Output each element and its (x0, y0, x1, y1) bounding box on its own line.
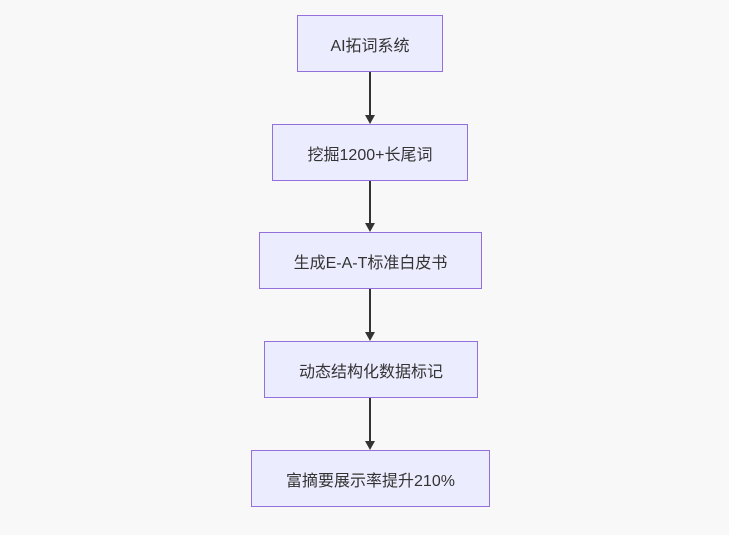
flow-node-structured-data-markup: 动态结构化数据标记 (264, 341, 478, 398)
flow-node-label: 挖掘1200+长尾词 (307, 146, 433, 164)
arrowhead-down-icon (365, 223, 375, 232)
flow-node-label: AI拓词系统 (330, 37, 410, 55)
flow-node-label: 生成E-A-T标准白皮书 (293, 254, 448, 272)
flow-node-longtail-mining: 挖掘1200+长尾词 (272, 124, 468, 181)
edge-line-n1-n2 (369, 72, 371, 116)
edge-line-n4-n5 (369, 398, 371, 442)
edge-line-n2-n3 (369, 181, 371, 224)
flow-node-label: 富摘要展示率提升210% (286, 472, 455, 490)
edge-line-n3-n4 (369, 289, 371, 333)
flow-node-ai-keyword-system: AI拓词系统 (297, 15, 443, 72)
arrowhead-down-icon (365, 115, 375, 124)
arrowhead-down-icon (365, 332, 375, 341)
arrowhead-down-icon (365, 441, 375, 450)
flow-node-eat-whitepaper: 生成E-A-T标准白皮书 (259, 232, 482, 289)
flow-node-rich-snippet-result: 富摘要展示率提升210% (251, 450, 490, 507)
flow-node-label: 动态结构化数据标记 (298, 363, 443, 381)
